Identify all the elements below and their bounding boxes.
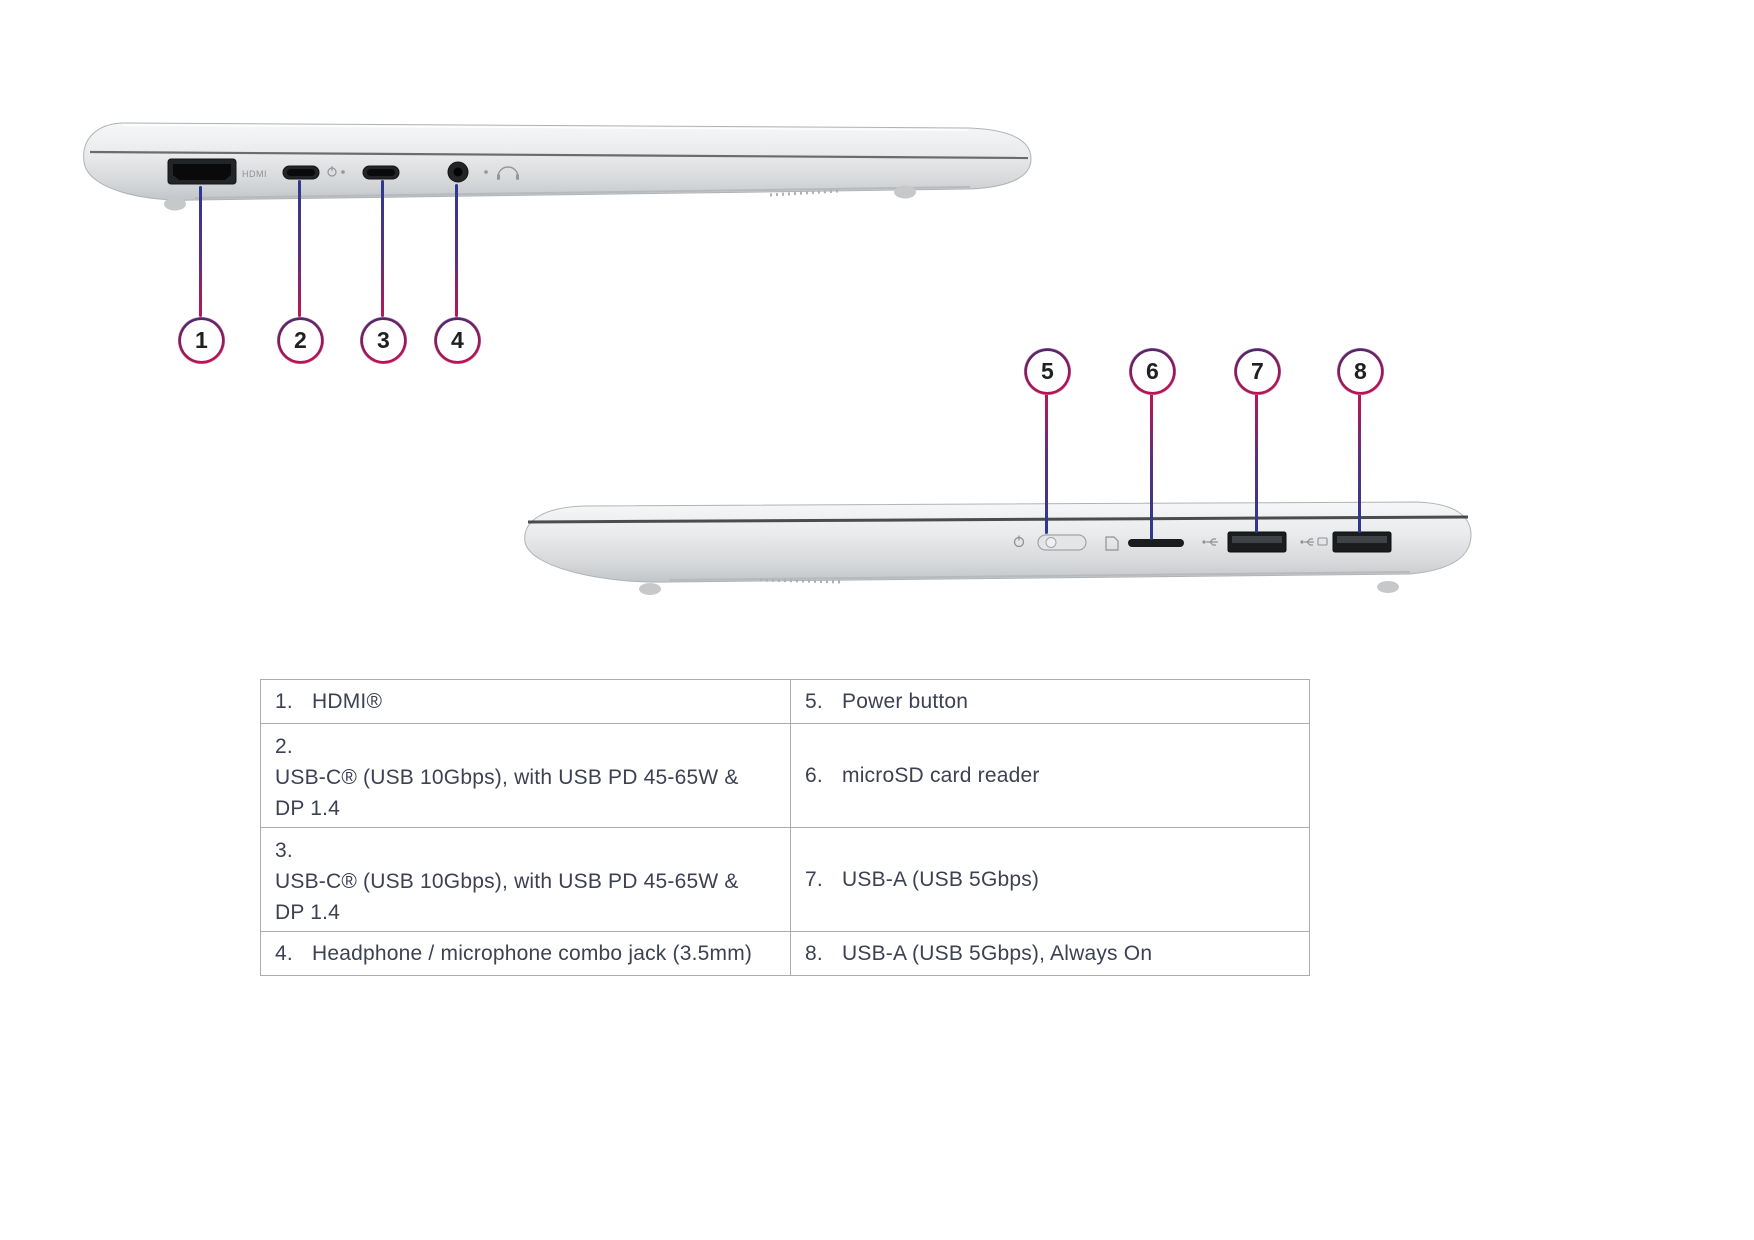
- callout-2: 2: [277, 317, 324, 364]
- callout-line-5: [1045, 394, 1048, 534]
- legend-text: microSD card reader: [842, 763, 1040, 787]
- power-icon: [1013, 535, 1025, 548]
- usb-c-port-2: [362, 165, 400, 180]
- laptop-left-bottom-shade: [194, 186, 971, 199]
- laptop-right-side-illustration: [524, 499, 1472, 595]
- callout-line-8: [1358, 394, 1361, 533]
- rubber-foot: [164, 197, 186, 211]
- audio-jack-port: [447, 161, 469, 183]
- microsd-icon: [1105, 536, 1119, 551]
- legend-cell-power-button: 5. Power button: [791, 680, 1309, 723]
- callout-2-number: 2: [280, 320, 321, 361]
- legend-num: 6.: [805, 763, 823, 787]
- legend-num: 1.: [275, 689, 293, 713]
- callout-line-6: [1150, 394, 1153, 540]
- headset-icon: [484, 166, 519, 180]
- legend-table: 1. HDMI® 5. Power button 2. USB-C® (USB …: [260, 679, 1310, 976]
- rubber-foot: [639, 583, 661, 595]
- callout-1: 1: [178, 317, 225, 364]
- legend-cell-hdmi: 1. HDMI®: [261, 680, 791, 723]
- legend-num: 2.: [275, 735, 293, 758]
- hdmi-port: [167, 158, 237, 185]
- callout-7-number: 7: [1237, 351, 1278, 392]
- callout-4: 4: [434, 317, 481, 364]
- laptop-right-bottom-shade: [669, 571, 1411, 581]
- callout-7: 7: [1234, 348, 1281, 395]
- legend-text: Headphone / microphone combo jack (3.5mm…: [312, 941, 753, 965]
- legend-text: Power button: [842, 689, 969, 713]
- usb-ss-icon-2: [1300, 538, 1314, 546]
- legend-row-1: 1. HDMI® 5. Power button: [261, 680, 1309, 723]
- laptop-right-lid-seam: [527, 515, 1469, 524]
- legend-cell-audio-jack: 4. Headphone / microphone combo jack (3.…: [261, 932, 791, 975]
- microsd-slot: [1128, 539, 1184, 547]
- hdmi-port-label: HDMI: [242, 169, 267, 179]
- vent-grille: [759, 578, 841, 584]
- usb-c-port-1: [282, 165, 320, 180]
- callout-3: 3: [360, 317, 407, 364]
- laptop-right-top-highlight: [584, 499, 1416, 505]
- callout-6: 6: [1129, 348, 1176, 395]
- legend-cell-usb-c-2: 3. USB-C® (USB 10Gbps), with USB PD 45-6…: [261, 828, 791, 931]
- callout-line-4: [455, 184, 458, 317]
- callout-8: 8: [1337, 348, 1384, 395]
- laptop-left-body: [83, 122, 1032, 201]
- callout-6-number: 6: [1132, 351, 1173, 392]
- power-button: [1037, 534, 1087, 551]
- laptop-right-body: [524, 501, 1472, 583]
- callout-line-7: [1255, 394, 1258, 533]
- laptop-left-lid-seam: [89, 150, 1029, 160]
- legend-num: 3.: [275, 839, 293, 862]
- legend-num: 4.: [275, 941, 293, 965]
- legend-cell-usb-c-1: 2. USB-C® (USB 10Gbps), with USB PD 45-6…: [261, 724, 791, 827]
- legend-num: 5.: [805, 689, 823, 713]
- legend-cell-microsd: 6. microSD card reader: [791, 724, 1309, 827]
- legend-cell-usb-a-2: 8. USB-A (USB 5Gbps), Always On: [791, 932, 1309, 975]
- legend-text: USB-C® (USB 10Gbps), with USB PD 45-65W …: [275, 870, 739, 924]
- rubber-foot: [1377, 581, 1399, 593]
- usb-ss-icon-1: [1202, 538, 1218, 546]
- always-on-battery-icon: [1317, 537, 1328, 546]
- callout-line-1: [199, 186, 202, 317]
- legend-cell-usb-a-1: 7. USB-A (USB 5Gbps): [791, 828, 1309, 931]
- callout-5-number: 5: [1027, 351, 1068, 392]
- usb-a-port-2: [1332, 531, 1392, 553]
- legend-num: 8.: [805, 941, 823, 965]
- legend-text: USB-C® (USB 10Gbps), with USB PD 45-65W …: [275, 766, 739, 820]
- legend-text: HDMI®: [312, 689, 383, 713]
- legend-text: USB-A (USB 5Gbps), Always On: [842, 941, 1153, 965]
- callout-1-number: 1: [181, 320, 222, 361]
- usb-a-port-1: [1227, 531, 1287, 553]
- legend-text: USB-A (USB 5Gbps): [842, 867, 1040, 891]
- legend-row-3: 3. USB-C® (USB 10Gbps), with USB PD 45-6…: [261, 827, 1309, 931]
- power-delivery-icon: [327, 166, 345, 177]
- callout-4-number: 4: [437, 320, 478, 361]
- legend-num: 7.: [805, 867, 823, 891]
- callout-3-number: 3: [363, 320, 404, 361]
- legend-row-4: 4. Headphone / microphone combo jack (3.…: [261, 931, 1309, 975]
- laptop-left-side-illustration: HDMI: [83, 122, 1032, 211]
- callout-line-2: [298, 180, 301, 317]
- callout-5: 5: [1024, 348, 1071, 395]
- rubber-foot: [894, 185, 916, 199]
- callout-line-3: [381, 180, 384, 317]
- laptop-left-top-highlight: [121, 124, 969, 131]
- legend-row-2: 2. USB-C® (USB 10Gbps), with USB PD 45-6…: [261, 723, 1309, 827]
- callout-8-number: 8: [1340, 351, 1381, 392]
